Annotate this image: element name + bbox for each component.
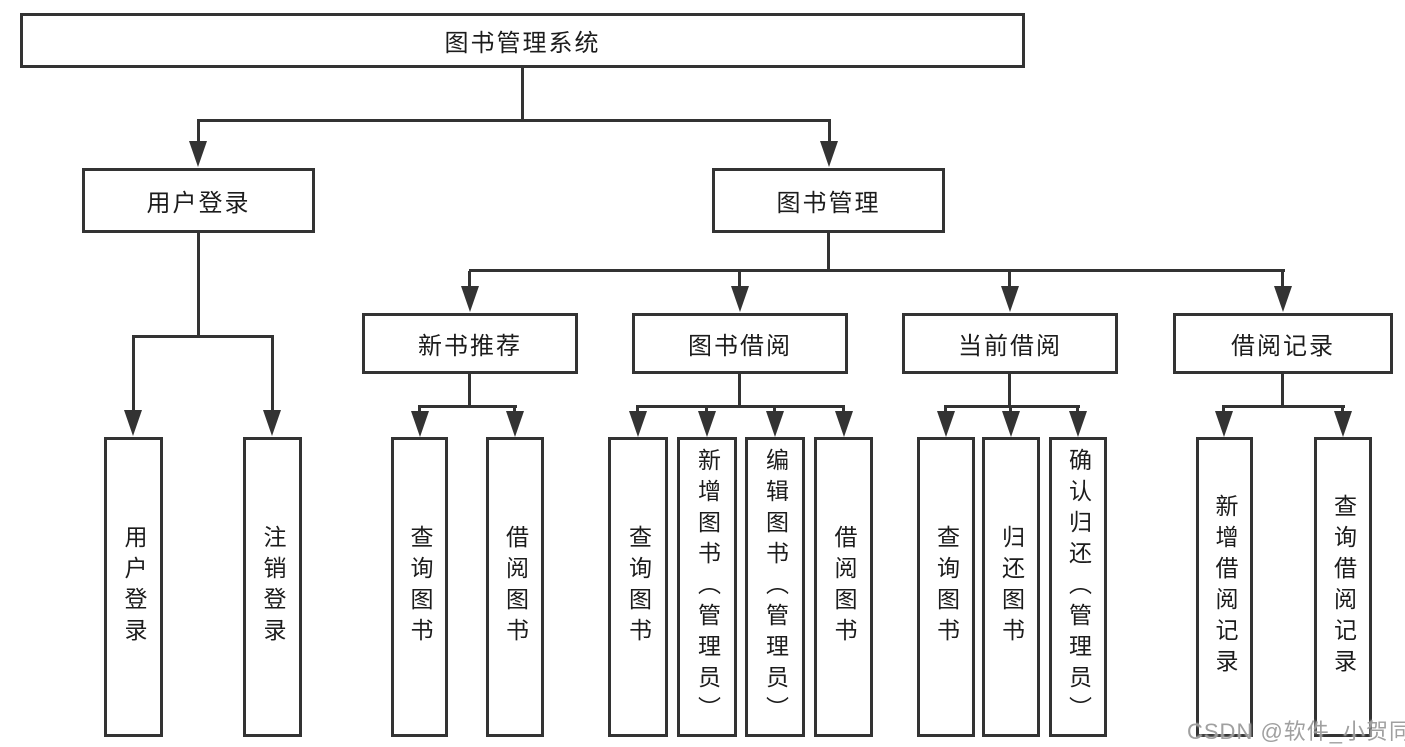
leaf-bb-edit-book-admin-label: 编辑图书（管理员） <box>762 447 789 727</box>
node-new-book-recommend: 新书推荐 <box>362 313 578 374</box>
arrow-down-icon <box>124 410 142 436</box>
leaf-nb-query-book: 查询图书 <box>391 437 448 737</box>
arrow-down-icon <box>766 411 784 437</box>
leaf-bb-query-book: 查询图书 <box>608 437 668 737</box>
leaf-user-login: 用户登录 <box>104 437 163 737</box>
connector-line <box>132 337 135 415</box>
connector-line <box>1281 372 1284 408</box>
connector-line <box>197 119 831 122</box>
leaf-br-query-record: 查询借阅记录 <box>1314 437 1372 737</box>
connector-line <box>468 271 471 289</box>
leaf-br-add-record: 新增借阅记录 <box>1196 437 1253 737</box>
connector-line <box>738 271 741 289</box>
arrow-down-icon <box>820 141 838 167</box>
node-current-borrow: 当前借阅 <box>902 313 1118 374</box>
connector-line <box>418 405 517 408</box>
leaf-cb-return-book: 归还图书 <box>982 437 1040 737</box>
node-current-borrow-label: 当前借阅 <box>958 333 1062 360</box>
node-user-login: 用户登录 <box>82 168 315 233</box>
arrow-down-icon <box>937 411 955 437</box>
arrow-down-icon <box>1274 286 1292 312</box>
node-book-management: 图书管理 <box>712 168 945 233</box>
arrow-down-icon <box>411 411 429 437</box>
node-new-book-recommend-label: 新书推荐 <box>418 333 522 360</box>
connector-line <box>197 121 200 146</box>
connector-line <box>469 269 1285 272</box>
arrow-down-icon <box>629 411 647 437</box>
leaf-bb-add-book-admin: 新增图书（管理员） <box>677 437 737 737</box>
connector-line <box>1008 271 1011 289</box>
leaf-nb-borrow-book: 借阅图书 <box>486 437 544 737</box>
arrow-down-icon <box>263 410 281 436</box>
leaf-cb-return-book-label: 归还图书 <box>998 525 1025 649</box>
leaf-nb-query-book-label: 查询图书 <box>407 525 433 649</box>
node-borrow-record-label: 借阅记录 <box>1231 333 1335 360</box>
connector-line <box>521 66 524 121</box>
node-borrow-record: 借阅记录 <box>1173 313 1393 374</box>
csdn-watermark: CSDN @软件_小贺同学 <box>1187 719 1405 744</box>
arrow-down-icon <box>189 141 207 167</box>
leaf-br-query-record-label: 查询借阅记录 <box>1330 494 1357 680</box>
arrow-down-icon <box>1215 411 1233 437</box>
arrow-down-icon <box>1334 411 1352 437</box>
connector-line <box>636 405 845 408</box>
leaf-bb-query-book-label: 查询图书 <box>625 525 652 649</box>
connector-line <box>271 337 274 415</box>
arrow-down-icon <box>461 286 479 312</box>
arrow-down-icon <box>1069 411 1087 437</box>
leaf-user-login-label: 用户登录 <box>121 525 147 649</box>
leaf-cb-query-book-label: 查询图书 <box>933 525 960 649</box>
leaf-cb-confirm-return-admin: 确认归还（管理员） <box>1049 437 1107 737</box>
leaf-nb-borrow-book-label: 借阅图书 <box>502 525 529 649</box>
connector-line <box>944 405 1080 408</box>
connector-line <box>468 372 471 408</box>
leaf-bb-borrow-book: 借阅图书 <box>814 437 873 737</box>
node-book-management-label: 图书管理 <box>776 190 881 217</box>
leaf-cb-confirm-return-admin-label: 确认归还（管理员） <box>1065 447 1092 727</box>
node-book-borrow: 图书借阅 <box>632 313 848 374</box>
leaf-bb-add-book-admin-label: 新增图书（管理员） <box>694 447 721 727</box>
leaf-bb-borrow-book-label: 借阅图书 <box>831 525 857 649</box>
leaf-cb-query-book: 查询图书 <box>917 437 975 737</box>
arrow-down-icon <box>698 411 716 437</box>
arrow-down-icon <box>1001 286 1019 312</box>
connector-line <box>827 232 830 272</box>
connector-line <box>738 372 741 408</box>
leaf-logout-label: 注销登录 <box>260 525 286 649</box>
connector-line <box>1008 372 1011 408</box>
connector-line <box>197 232 200 337</box>
leaf-bb-edit-book-admin: 编辑图书（管理员） <box>745 437 805 737</box>
node-root: 图书管理系统 <box>20 13 1025 68</box>
connector-line <box>828 121 831 146</box>
node-user-login-label: 用户登录 <box>146 190 251 217</box>
arrow-down-icon <box>506 411 524 437</box>
arrow-down-icon <box>731 286 749 312</box>
connector-line <box>1281 271 1284 289</box>
arrow-down-icon <box>835 411 853 437</box>
leaf-br-add-record-label: 新增借阅记录 <box>1212 494 1238 680</box>
node-root-label: 图书管理系统 <box>444 30 601 57</box>
node-book-borrow-label: 图书借阅 <box>688 333 792 360</box>
leaf-logout: 注销登录 <box>243 437 302 737</box>
arrow-down-icon <box>1002 411 1020 437</box>
connector-line <box>1222 405 1345 408</box>
connector-line <box>132 335 274 338</box>
